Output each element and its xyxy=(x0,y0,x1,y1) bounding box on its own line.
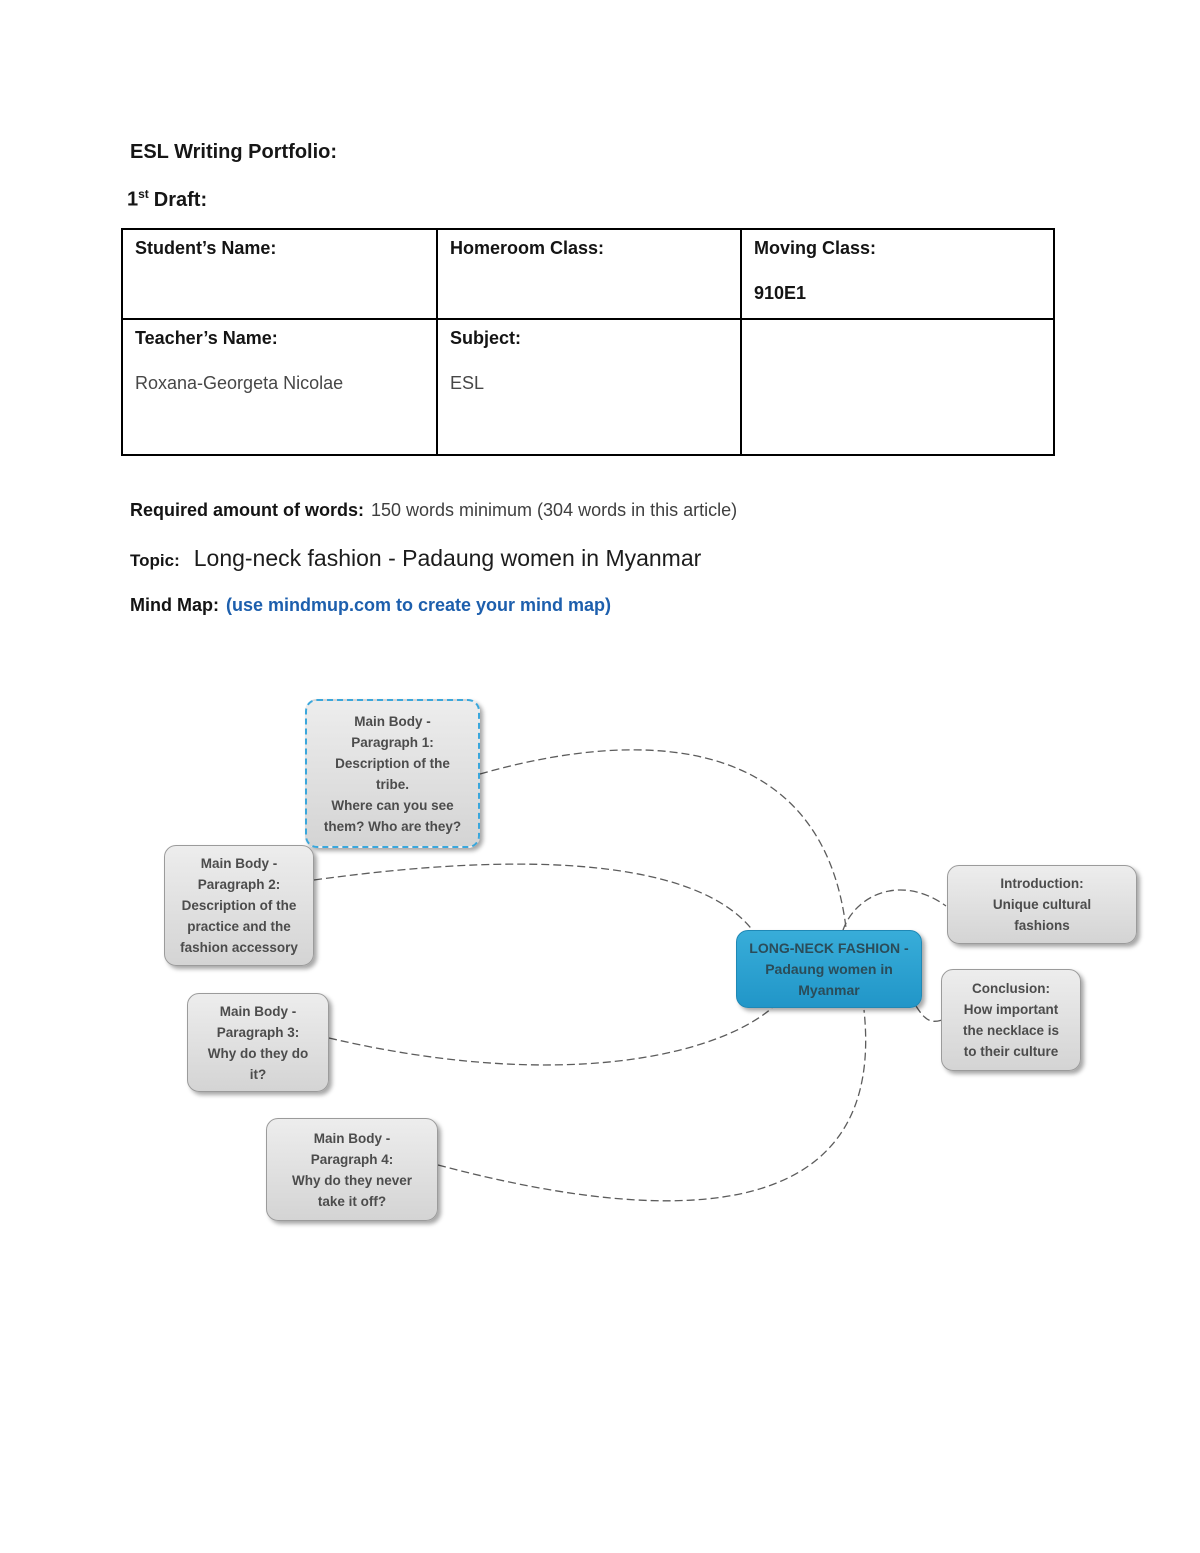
connector-conclusion xyxy=(915,1005,943,1022)
mind-map-line: Mind Map: (use mindmup.com to create your… xyxy=(130,595,611,616)
required-words-line: Required amount of words: 150 words minim… xyxy=(130,500,737,521)
topic-line: Topic: Long-neck fashion - Padaung women … xyxy=(130,545,701,572)
connector-paragraph3 xyxy=(328,1007,773,1066)
mindmap-node-main-body-paragraph-2[interactable]: Main Body - Paragraph 2: Description of … xyxy=(164,845,314,966)
teacher-name-label: Teacher’s Name: xyxy=(135,328,278,348)
cell-teacher-name: Teacher’s Name: Roxana-Georgeta Nicolae xyxy=(121,318,438,456)
draft-ordinal: st xyxy=(138,187,149,201)
connector-paragraph2 xyxy=(313,863,755,933)
moving-class-label: Moving Class: xyxy=(754,238,877,258)
draft-heading: 1st Draft: xyxy=(127,187,207,212)
subject-label: Subject: xyxy=(450,328,522,348)
teacher-name-value: Roxana-Georgeta Nicolae xyxy=(135,373,344,393)
student-name-label: Student’s Name: xyxy=(135,238,277,258)
mindmup-link[interactable]: (use mindmup.com to create your mind map… xyxy=(225,595,612,615)
mindmap-node-central-topic[interactable]: LONG-NECK FASHION - Padaung women in Mya… xyxy=(736,930,922,1008)
cell-student-name: Student’s Name: xyxy=(121,228,438,320)
homeroom-class-label: Homeroom Class: xyxy=(450,238,605,258)
required-words-value: 150 words minimum (304 words in this art… xyxy=(371,500,738,520)
mindmap-node-conclusion[interactable]: Conclusion: How important the necklace i… xyxy=(941,969,1081,1071)
cell-homeroom-class: Homeroom Class: xyxy=(436,228,742,320)
cell-moving-class: Moving Class: 910E1 xyxy=(740,228,1055,320)
subject-value: ESL xyxy=(450,373,485,393)
connector-paragraph1 xyxy=(479,749,847,929)
draft-label: Draft: xyxy=(153,188,208,211)
mindmap-node-introduction[interactable]: Introduction: Unique cultural fashions xyxy=(947,865,1137,944)
page-title: ESL Writing Portfolio: xyxy=(130,141,338,163)
student-info-table: Student’s Name: Homeroom Class: Moving C… xyxy=(121,228,1055,456)
mindmap-node-main-body-paragraph-4[interactable]: Main Body - Paragraph 4: Why do they nev… xyxy=(266,1118,438,1221)
connector-paragraph4 xyxy=(437,1009,867,1202)
required-words-label: Required amount of words: xyxy=(130,500,364,520)
cell-empty xyxy=(740,318,1055,456)
mind-map-label: Mind Map: xyxy=(130,595,219,615)
draft-number: 1 xyxy=(127,188,139,211)
mindmap-node-main-body-paragraph-1[interactable]: Main Body - Paragraph 1: Description of … xyxy=(305,699,480,848)
table-row: Student’s Name: Homeroom Class: Moving C… xyxy=(121,228,1055,320)
connector-introduction xyxy=(842,889,947,931)
topic-value: Long-neck fashion - Padaung women in Mya… xyxy=(193,545,702,571)
mindmap-node-main-body-paragraph-3[interactable]: Main Body - Paragraph 3: Why do they do … xyxy=(187,993,329,1092)
cell-subject: Subject: ESL xyxy=(436,318,742,456)
table-row: Teacher’s Name: Roxana-Georgeta Nicolae … xyxy=(121,318,1055,456)
topic-label: Topic: xyxy=(130,551,180,570)
moving-class-value: 910E1 xyxy=(754,283,807,303)
